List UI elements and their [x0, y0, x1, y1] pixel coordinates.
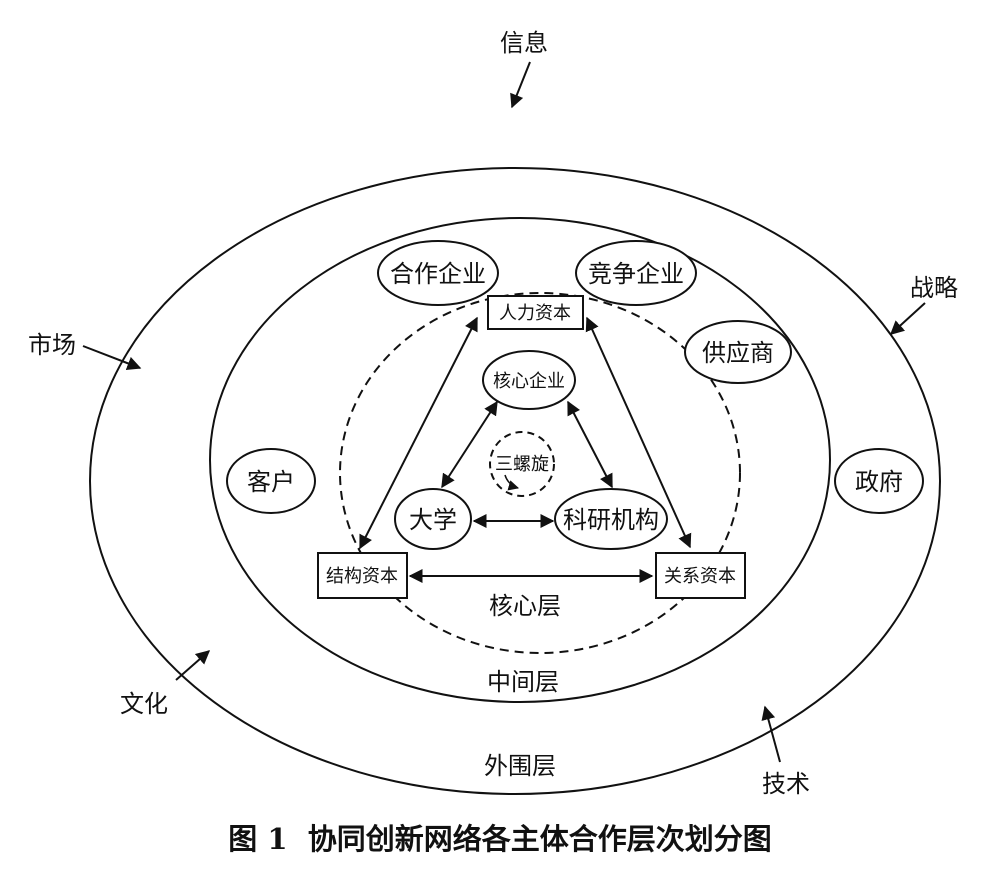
factor-xinxi-label: 信息: [500, 29, 548, 57]
xinxi-arrow: [510, 61, 531, 109]
daxue-node: [394, 488, 472, 550]
keyan-label: 科研机构: [563, 506, 659, 534]
middle-layer-label: 中间层: [487, 668, 559, 696]
core-layer-label: 核心层: [489, 592, 561, 620]
factor-wenhua-label: 文化: [120, 690, 168, 718]
gongying-label: 供应商: [702, 339, 774, 367]
wenhua-arrow: [175, 650, 211, 681]
hexin-label: 核心企业: [493, 371, 565, 392]
guanxi-label: 关系资本: [664, 566, 736, 587]
figure-caption: 图 1 协同创新网络各主体合作层次划分图: [228, 822, 771, 856]
jingzheng-node: [575, 240, 697, 306]
jishu-arrow: [761, 705, 781, 763]
hezuo-label: 合作企业: [390, 260, 486, 288]
hezuo-node: [377, 240, 499, 306]
sanluoxuan-label: 三螺旋: [495, 454, 549, 475]
zhengfu-label: 政府: [855, 468, 903, 496]
outer-layer-label: 外围层: [484, 752, 556, 780]
kehu-node: [226, 448, 316, 514]
renli-jiegou-arrow: [359, 316, 478, 550]
hexin-daxue-arrow: [441, 400, 498, 489]
hexin-keyan-arrow: [567, 400, 613, 489]
jiegou-label: 结构资本: [326, 566, 398, 587]
core-layer-ellipse: [339, 292, 741, 654]
hexin-node: [482, 350, 576, 410]
helix-rotation-arrow: [504, 474, 520, 491]
middle-layer-ellipse: [209, 217, 831, 703]
factor-jishu-label: 技术: [762, 770, 810, 798]
jingzheng-label: 竞争企业: [588, 260, 684, 288]
keyan-node: [554, 488, 668, 550]
daxue-label: 大学: [409, 506, 457, 534]
zhanlue-arrow: [889, 302, 926, 335]
shichang-arrow: [82, 345, 142, 370]
factor-shichang-label: 市场: [28, 331, 76, 359]
jiegou-box: [317, 552, 408, 599]
guanxi-box: [655, 552, 746, 599]
zhengfu-node: [834, 448, 924, 514]
renli-label: 人力资本: [499, 303, 571, 324]
renli-guanxi-arrow: [585, 316, 692, 549]
renli-box: [487, 295, 584, 330]
factor-zhanlue-label: 战略: [910, 274, 958, 302]
outer-layer-ellipse: [89, 167, 941, 795]
kehu-label: 客户: [247, 468, 295, 496]
